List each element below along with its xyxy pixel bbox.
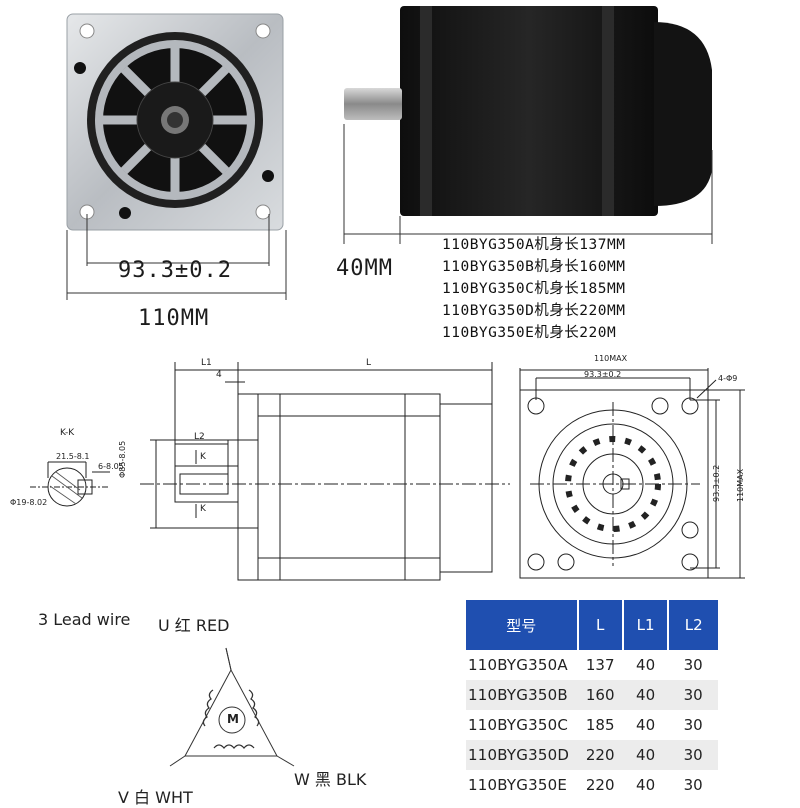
hole-spacing-top-dimension: 93.3±0.2 <box>584 370 622 379</box>
cell-l1: 40 <box>622 680 669 710</box>
cell-l2: 30 <box>668 680 718 710</box>
table-header-row: 型号 L L1 L2 <box>466 600 718 650</box>
cell-l1: 40 <box>636 776 656 794</box>
section-label-kk: K-K <box>60 428 75 438</box>
cell-l: 220 <box>577 740 623 770</box>
model-length-a: 110BYG350A机身长137MM <box>442 237 626 253</box>
hole-callout: 4-Φ9 <box>718 374 738 383</box>
model-length-d: 110BYG350D机身长220MM <box>442 303 626 319</box>
cell-l: 220 <box>585 776 615 794</box>
shaft-length-dimension: 40MM <box>336 256 393 281</box>
max-width-top-dimension: 110MAX <box>594 354 628 363</box>
table-row: 110BYG350A 137 40 30 <box>466 650 718 680</box>
header-l: L <box>577 600 624 650</box>
cell-model: 110BYG350B <box>466 680 578 710</box>
cell-l: 160 <box>577 680 623 710</box>
section-mark-k-upper: K <box>200 452 206 462</box>
wiring-title: 3 Lead wire <box>38 610 131 629</box>
spec-table: 型号 L L1 L2 110BYG350A 137 40 30 110BYG35… <box>466 600 718 800</box>
cell-model: 110BYG350A <box>468 656 568 674</box>
header-l2: L2 <box>668 600 718 650</box>
table-row: 110BYG350E 220 40 30 <box>466 770 718 800</box>
cell-l2: 30 <box>683 776 703 794</box>
table-row: 110BYG350C 185 40 30 <box>466 710 718 740</box>
dim-label-l1: L1 <box>201 358 212 368</box>
hole-spacing-dimension: 93.3±0.2 <box>118 258 232 283</box>
key-width-dimension: 21.5-8.1 <box>56 452 90 461</box>
cell-l1: 40 <box>622 740 669 770</box>
cell-l2: 30 <box>668 740 718 770</box>
cell-model: 110BYG350D <box>466 740 578 770</box>
section-mark-k-lower: K <box>200 504 206 514</box>
shaft-diameter-dimension: Φ19-8.02 <box>10 498 48 507</box>
table-row: 110BYG350D 220 40 30 <box>466 740 718 770</box>
cell-l2: 30 <box>683 716 703 734</box>
header-l1: L1 <box>622 600 670 650</box>
dim-label-4: 4 <box>216 370 222 380</box>
header-model: 型号 <box>466 600 579 650</box>
wire-v-label: V 白 WHT <box>118 788 193 807</box>
cell-l: 137 <box>585 656 615 674</box>
cell-l2: 30 <box>683 656 703 674</box>
cell-model: 110BYG350C <box>468 716 568 734</box>
cell-model: 110BYG350E <box>468 776 567 794</box>
wire-w-label: W 黑 BLK <box>294 770 367 789</box>
key-depth-dimension: 6-8.05 <box>98 462 124 471</box>
dim-label-l: L <box>366 358 372 368</box>
cell-l1: 40 <box>636 716 656 734</box>
flange-size-dimension: 110MM <box>138 306 210 331</box>
dim-label-l2: L2 <box>194 432 205 442</box>
model-length-c: 110BYG350C机身长185MM <box>442 281 626 297</box>
model-length-b: 110BYG350B机身长160MM <box>442 259 626 275</box>
table-row: 110BYG350B 160 40 30 <box>466 680 718 710</box>
wire-u-label: U 红 RED <box>158 616 230 635</box>
cell-l1: 40 <box>636 656 656 674</box>
motor-symbol-label: M <box>227 712 239 726</box>
model-length-e: 110BYG350E机身长220M <box>442 325 617 341</box>
cell-l: 185 <box>585 716 615 734</box>
model-length-list: 110BYG350A机身长137MM 110BYG350B机身长160MM 11… <box>442 233 625 343</box>
